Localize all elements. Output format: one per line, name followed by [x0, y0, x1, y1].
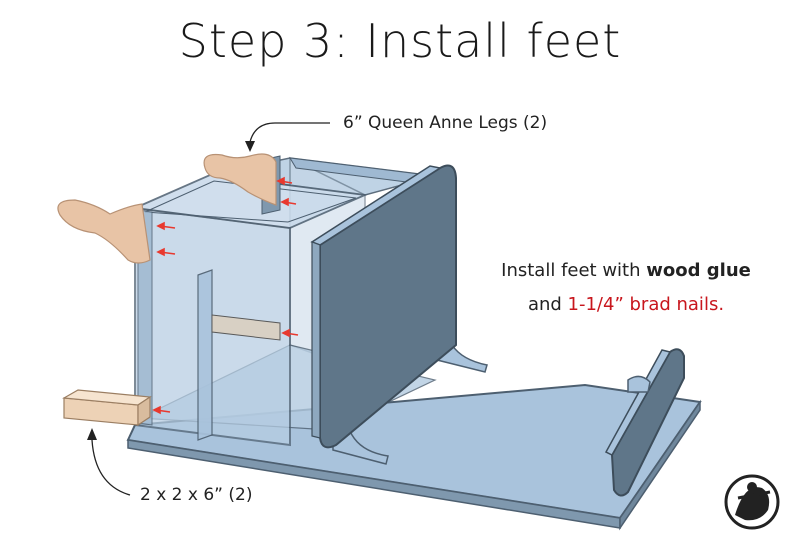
leader-arrow	[91, 439, 131, 496]
note-wood-glue: wood glue	[646, 260, 751, 281]
bracket	[627, 375, 651, 393]
woodworker-logo-icon	[724, 474, 780, 530]
nail-arrows	[152, 176, 299, 415]
note-brad-nails: 1-1/4” brad nails.	[567, 294, 725, 315]
page-title: Step 3: Install feet	[178, 14, 622, 68]
install-note-line1: Install feet with wood glue	[486, 254, 766, 288]
queen-anne-leg	[57, 199, 151, 264]
legs-label: 6” Queen Anne Legs (2)	[343, 113, 548, 133]
left-end-panel	[319, 164, 457, 449]
right-end-panel	[610, 348, 685, 497]
blocks-label: 2 x 2 x 6” (2)	[140, 485, 253, 505]
back-foot-block	[211, 314, 281, 341]
leader-arrow	[249, 122, 330, 143]
install-note: Install feet with wood glue and 1-1/4” b…	[486, 254, 766, 322]
note-and: and	[527, 294, 568, 315]
note-prefix: Install feet with	[501, 260, 647, 281]
queen-anne-leg	[203, 153, 277, 206]
install-note-line2: and 1-1/4” brad nails.	[486, 288, 766, 322]
